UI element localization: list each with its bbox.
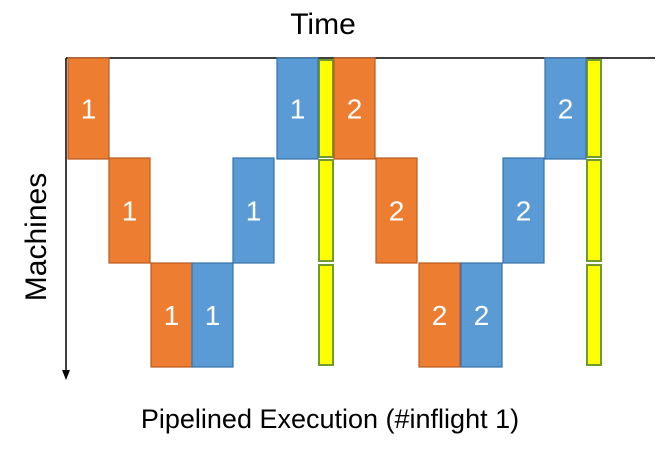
backward-block: 2 <box>502 157 545 264</box>
backward-block: 1 <box>232 157 275 264</box>
backward-block-label: 2 <box>474 300 490 331</box>
backward-block: 2 <box>544 57 587 160</box>
backward-block: 1 <box>191 262 234 368</box>
forward-block-rect <box>150 262 193 368</box>
backward-block-label: 1 <box>290 94 306 125</box>
forward-block-rect <box>333 57 376 160</box>
sync-bar-segment <box>318 159 334 262</box>
forward-block: 1 <box>67 57 110 160</box>
sync-bar-segment <box>318 59 334 158</box>
backward-block-rect <box>191 262 234 368</box>
time-label: Time <box>290 8 356 41</box>
forward-block-label: 2 <box>347 94 363 125</box>
backward-block-rect <box>502 157 545 264</box>
caption: Pipelined Execution (#inflight 1) <box>141 404 519 434</box>
sync-bar-segment <box>318 264 334 366</box>
sync-bar-segment <box>586 59 602 158</box>
forward-block-label: 1 <box>122 196 138 227</box>
forward-block-rect <box>375 157 418 264</box>
forward-block-rect <box>108 157 151 264</box>
backward-block: 2 <box>460 262 503 368</box>
forward-block-label: 1 <box>164 300 180 331</box>
backward-block-rect <box>544 57 587 160</box>
forward-block: 2 <box>333 57 376 160</box>
forward-block-label: 2 <box>389 196 405 227</box>
backward-block: 1 <box>276 57 319 160</box>
forward-block-rect <box>67 57 110 160</box>
machines-label: Machines <box>20 173 53 301</box>
sync-bar-segment <box>586 264 602 366</box>
forward-block: 1 <box>150 262 193 368</box>
sync-bars <box>318 59 602 366</box>
backward-block-label: 1 <box>205 300 221 331</box>
forward-block: 1 <box>108 157 151 264</box>
backward-block-rect <box>232 157 275 264</box>
backward-block-label: 2 <box>558 94 574 125</box>
backward-block-rect <box>460 262 503 368</box>
backward-block-rect <box>276 57 319 160</box>
forward-block-rect <box>418 262 461 368</box>
sync-bar-segment <box>586 159 602 262</box>
forward-block: 2 <box>418 262 461 368</box>
backward-block-label: 1 <box>246 196 262 227</box>
backward-block-label: 2 <box>516 196 532 227</box>
forward-block: 2 <box>375 157 418 264</box>
forward-block-label: 2 <box>432 300 448 331</box>
forward-block-label: 1 <box>81 94 97 125</box>
